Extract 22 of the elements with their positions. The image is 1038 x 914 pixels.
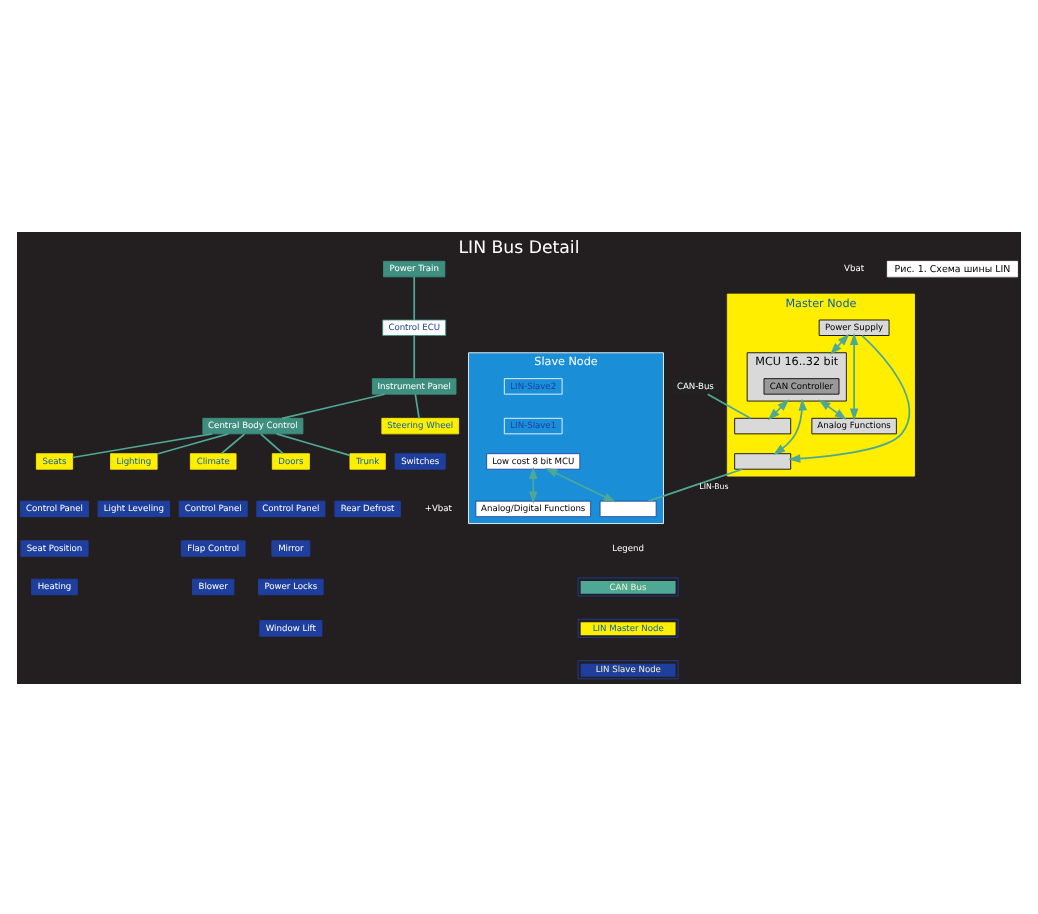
arrow (767, 398, 790, 420)
connector (220, 432, 246, 454)
diagram-title: LIN Bus Detail (458, 237, 580, 258)
connector (71, 432, 213, 458)
connector (413, 333, 416, 379)
connector (413, 275, 416, 320)
arrow (788, 333, 911, 462)
arrow (545, 467, 616, 502)
arrow (830, 332, 850, 354)
arrow (529, 465, 538, 503)
node-box (734, 452, 792, 469)
arrow (818, 398, 847, 419)
connector (260, 432, 284, 454)
connector (414, 392, 420, 419)
connector (706, 392, 752, 419)
node-box (734, 416, 792, 434)
connector (156, 432, 230, 454)
connector (281, 392, 386, 419)
connector (275, 432, 351, 456)
connector (647, 467, 744, 501)
arrow (849, 331, 859, 420)
node-box (599, 499, 657, 517)
